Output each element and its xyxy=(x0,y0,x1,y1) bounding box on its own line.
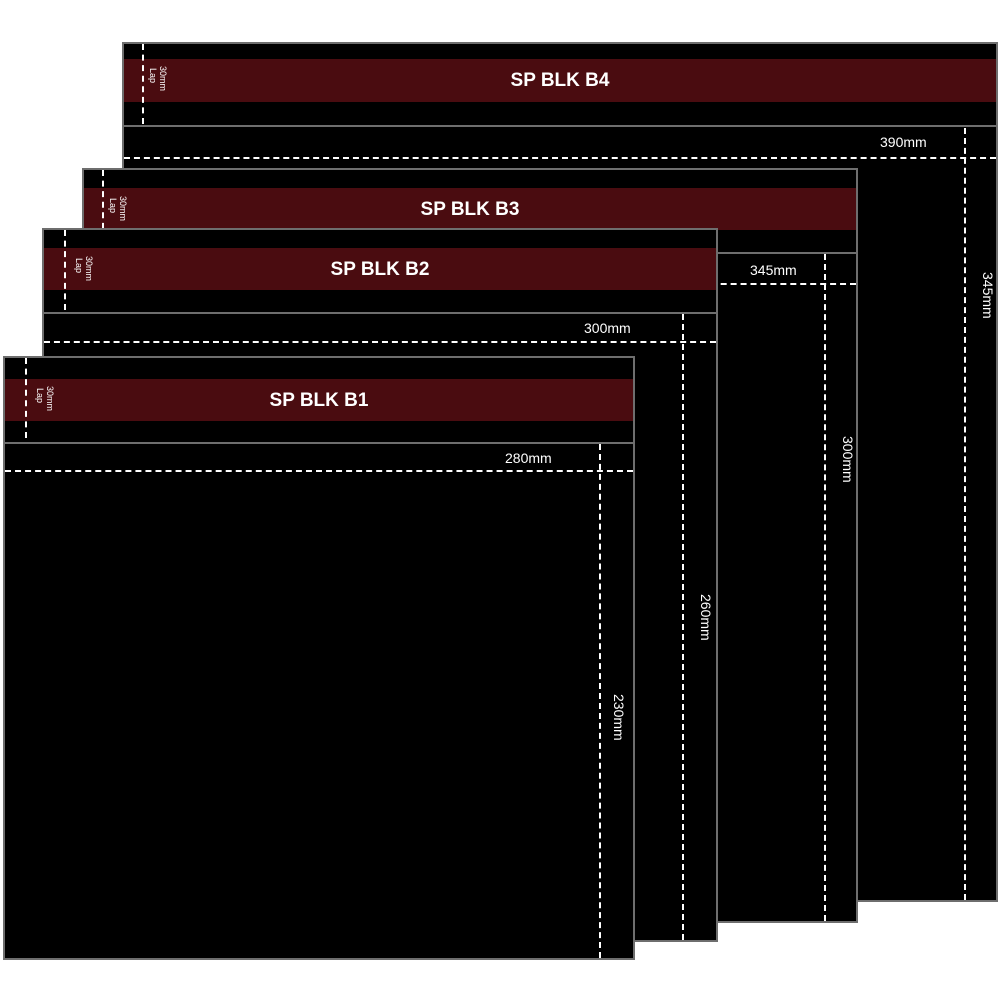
bag-b3-title: SP BLK B3 xyxy=(420,199,520,220)
bag-b4-width-label: 390mm xyxy=(880,134,927,150)
bag-b2-lap-band xyxy=(44,248,716,290)
bag-b1-lap-line xyxy=(25,358,27,438)
bag-b2-height-label: 260mm xyxy=(698,594,714,641)
bag-b4-flap-separator xyxy=(124,125,996,127)
bag-b2-height-line xyxy=(682,314,684,940)
bag-b3-lap-line xyxy=(102,170,104,250)
bag-b3-height-label: 300mm xyxy=(840,436,856,483)
bag-b1-height-label: 230mm xyxy=(611,694,627,741)
bag-b4-lap-value: 30mm xyxy=(158,66,168,92)
bag-b3-lap-label: Lap xyxy=(108,198,118,214)
bag-b2-flap-separator xyxy=(44,312,716,314)
bag-b1-lap-label: Lap xyxy=(35,388,45,404)
bag-b4-height-line xyxy=(964,128,966,900)
bag-b1-lap-band xyxy=(5,379,633,421)
bag-b4-lap-line xyxy=(142,44,144,124)
bag-b2-width-line xyxy=(44,341,716,343)
bag-b2-lap-line xyxy=(64,230,66,310)
bag-b1: SP BLK B1 30mm Lap 280mm 230mm xyxy=(3,356,635,960)
bag-b3-width-label: 345mm xyxy=(750,262,797,278)
bag-b3-lap-band xyxy=(84,188,856,230)
bag-b1-title: SP BLK B1 xyxy=(269,390,369,411)
bag-b1-height-line xyxy=(599,444,601,958)
bag-b4-lap-band xyxy=(124,59,996,102)
bag-b2-lap-value: 30mm xyxy=(84,256,94,282)
bag-b2-title: SP BLK B2 xyxy=(330,259,430,280)
bag-b4-width-line xyxy=(124,157,996,159)
bag-b2-width-label: 300mm xyxy=(584,320,631,336)
bag-b4-height-label: 345mm xyxy=(980,272,996,319)
bag-b4-lap-label: Lap xyxy=(148,68,158,84)
bag-b2-lap-label: Lap xyxy=(74,258,84,274)
bag-b1-lap-value: 30mm xyxy=(45,386,55,412)
bag-b1-width-label: 280mm xyxy=(505,450,552,466)
bag-b4-title: SP BLK B4 xyxy=(510,70,610,91)
bag-b3-lap-value: 30mm xyxy=(118,196,128,222)
bag-b1-flap-separator xyxy=(5,442,633,444)
bag-b1-width-line xyxy=(5,470,633,472)
bag-b3-height-line xyxy=(824,254,826,921)
